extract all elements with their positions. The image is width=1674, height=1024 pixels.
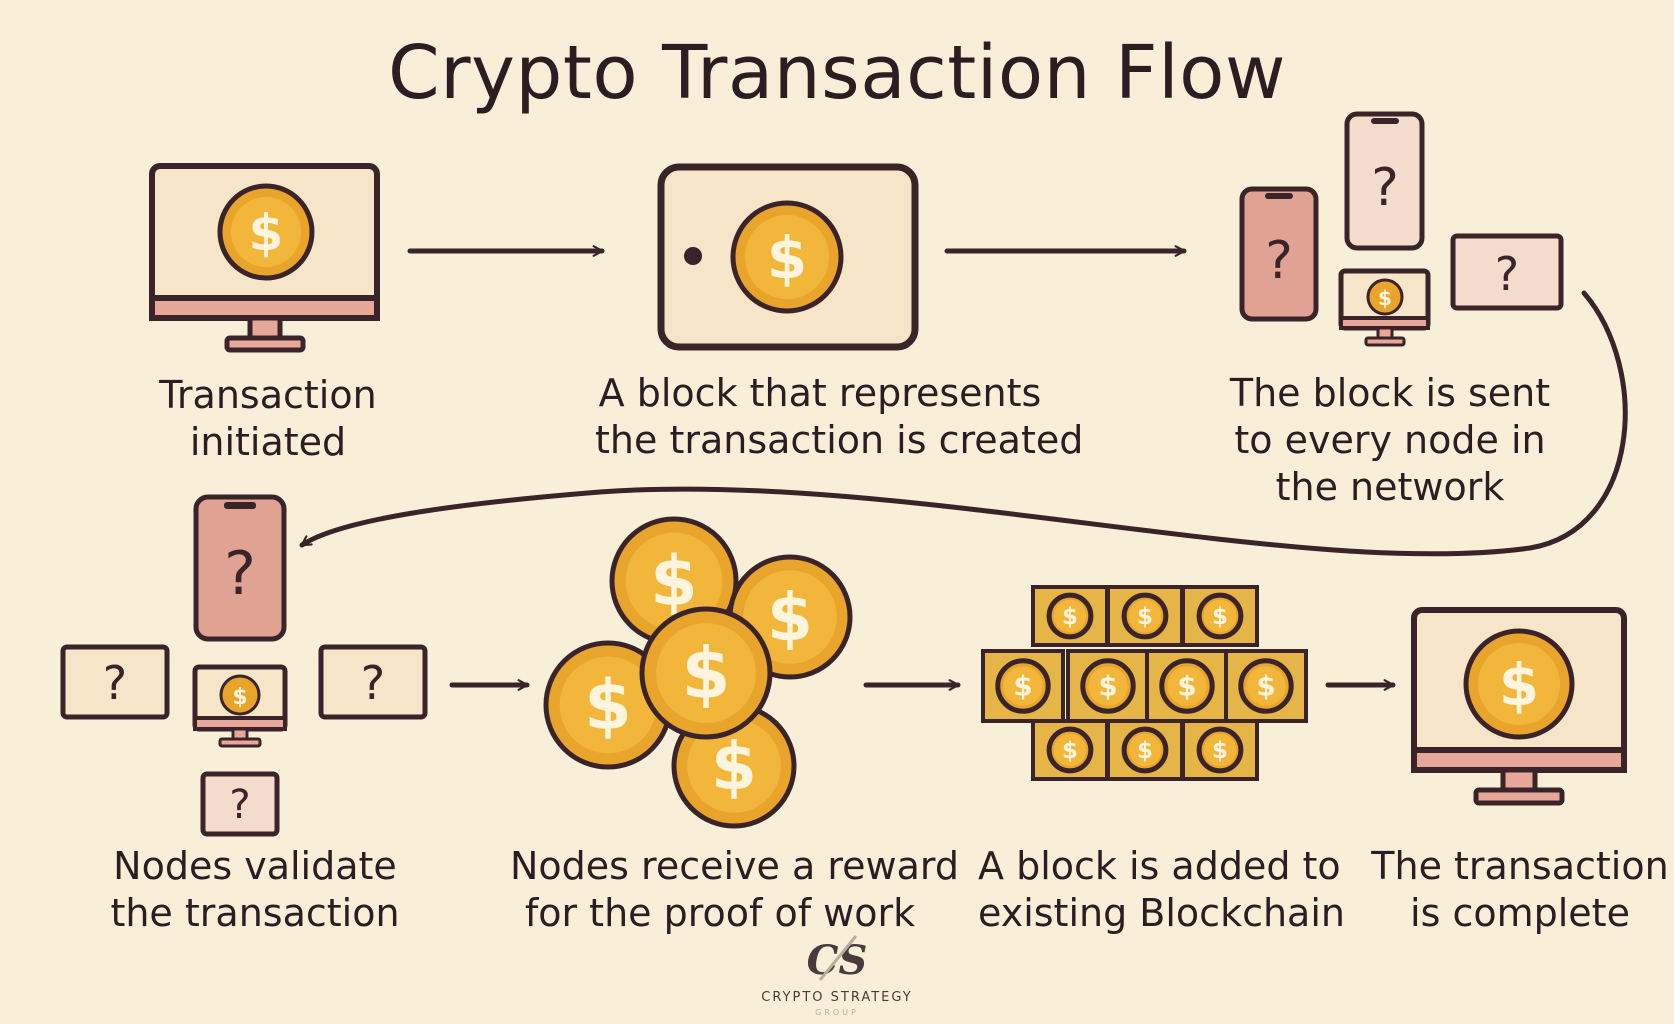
- svg-text:$: $: [1137, 604, 1153, 630]
- svg-text:?: ?: [1371, 158, 1399, 218]
- dollar-sign: $: [249, 204, 284, 262]
- screen-icon: ?: [1450, 233, 1564, 311]
- block-icon: $: [1181, 585, 1259, 647]
- coin-icon: $: [609, 516, 739, 646]
- svg-text:?: ?: [229, 782, 250, 828]
- desktop-monitor-icon: $: [149, 163, 380, 353]
- block-icon: $: [1106, 585, 1184, 647]
- block-icon: $: [1224, 649, 1308, 723]
- svg-text:$: $: [1378, 286, 1392, 310]
- svg-text:$: $: [1137, 738, 1153, 764]
- svg-text:?: ?: [103, 656, 127, 710]
- brand-logo: CRYPTO STRATEGY GROUP: [737, 934, 937, 1020]
- svg-text:?: ?: [361, 656, 385, 710]
- block-icon: $: [1106, 719, 1184, 781]
- svg-text:$: $: [1212, 738, 1228, 764]
- svg-text:$: $: [1098, 670, 1117, 703]
- diagram-title: Crypto Transaction Flow: [388, 30, 1286, 116]
- coin-icon: $: [1463, 628, 1575, 740]
- svg-text:$: $: [232, 685, 247, 710]
- coin-icon: $: [1196, 592, 1244, 640]
- block-icon: $: [1181, 719, 1259, 781]
- block-icon: $: [1145, 649, 1229, 723]
- svg-text:$: $: [711, 728, 757, 805]
- brand-subname: GROUP: [815, 1008, 859, 1017]
- svg-text:$: $: [1013, 670, 1032, 703]
- arrow-broadcast-to-validate: [299, 290, 1628, 557]
- monitor-icon: $: [1338, 268, 1431, 347]
- brand-name: CRYPTO STRATEGY: [761, 990, 913, 1005]
- desktop-monitor-icon: $: [1411, 607, 1627, 806]
- monitor-icon: $: [192, 664, 288, 748]
- svg-text:$: $: [1062, 738, 1078, 764]
- block-icon: $: [981, 649, 1065, 723]
- svg-text:$: $: [584, 667, 631, 746]
- screen-icon: ?: [318, 644, 428, 720]
- svg-text:$: $: [650, 543, 697, 622]
- block-icon: $: [1066, 649, 1150, 723]
- svg-text:$: $: [767, 224, 807, 292]
- phone-icon: ?: [1239, 186, 1319, 322]
- coin-icon: $: [217, 183, 315, 281]
- coin-icon: $: [730, 200, 844, 314]
- block-icon: $: [1031, 585, 1109, 647]
- coin-icon: $: [639, 606, 773, 740]
- coin-icon: $: [1080, 658, 1136, 714]
- svg-text:?: ?: [1495, 247, 1519, 301]
- phone-icon: ?: [1344, 111, 1425, 251]
- coin-pile-icon: $$$$$: [543, 516, 853, 829]
- coin-icon: $: [1159, 658, 1215, 714]
- coin-icon: $: [1121, 592, 1169, 640]
- coin-icon: $: [995, 658, 1051, 714]
- screen-icon: ?: [200, 771, 280, 837]
- svg-text:$: $: [682, 632, 731, 714]
- tablet-block-icon: $: [657, 163, 919, 351]
- coin-icon: $: [1196, 726, 1244, 774]
- svg-text:$: $: [1177, 670, 1196, 703]
- blockchain-icon: $ $ $ $ $ $ $ $ $ $: [981, 585, 1308, 781]
- coin-icon: $: [1121, 726, 1169, 774]
- svg-text:$: $: [1212, 604, 1228, 630]
- svg-text:?: ?: [224, 539, 256, 609]
- block-icon: $: [1031, 719, 1109, 781]
- svg-text:$: $: [767, 579, 813, 656]
- coin-icon: $: [1046, 726, 1094, 774]
- network-devices-icon: ? ? $ ?: [1239, 111, 1564, 347]
- coin-icon: $: [1046, 592, 1094, 640]
- screen-icon: ?: [60, 644, 170, 720]
- svg-text:$: $: [1499, 651, 1539, 719]
- svg-text:$: $: [1062, 604, 1078, 630]
- phone-icon: ?: [193, 494, 287, 642]
- brand-logo-icon: CS: [807, 935, 867, 984]
- question-mark: ?: [1265, 231, 1293, 291]
- coin-icon: $: [1238, 658, 1294, 714]
- svg-text:$: $: [1256, 670, 1275, 703]
- validating-nodes-icon: ? ? ? $ ?: [60, 494, 428, 837]
